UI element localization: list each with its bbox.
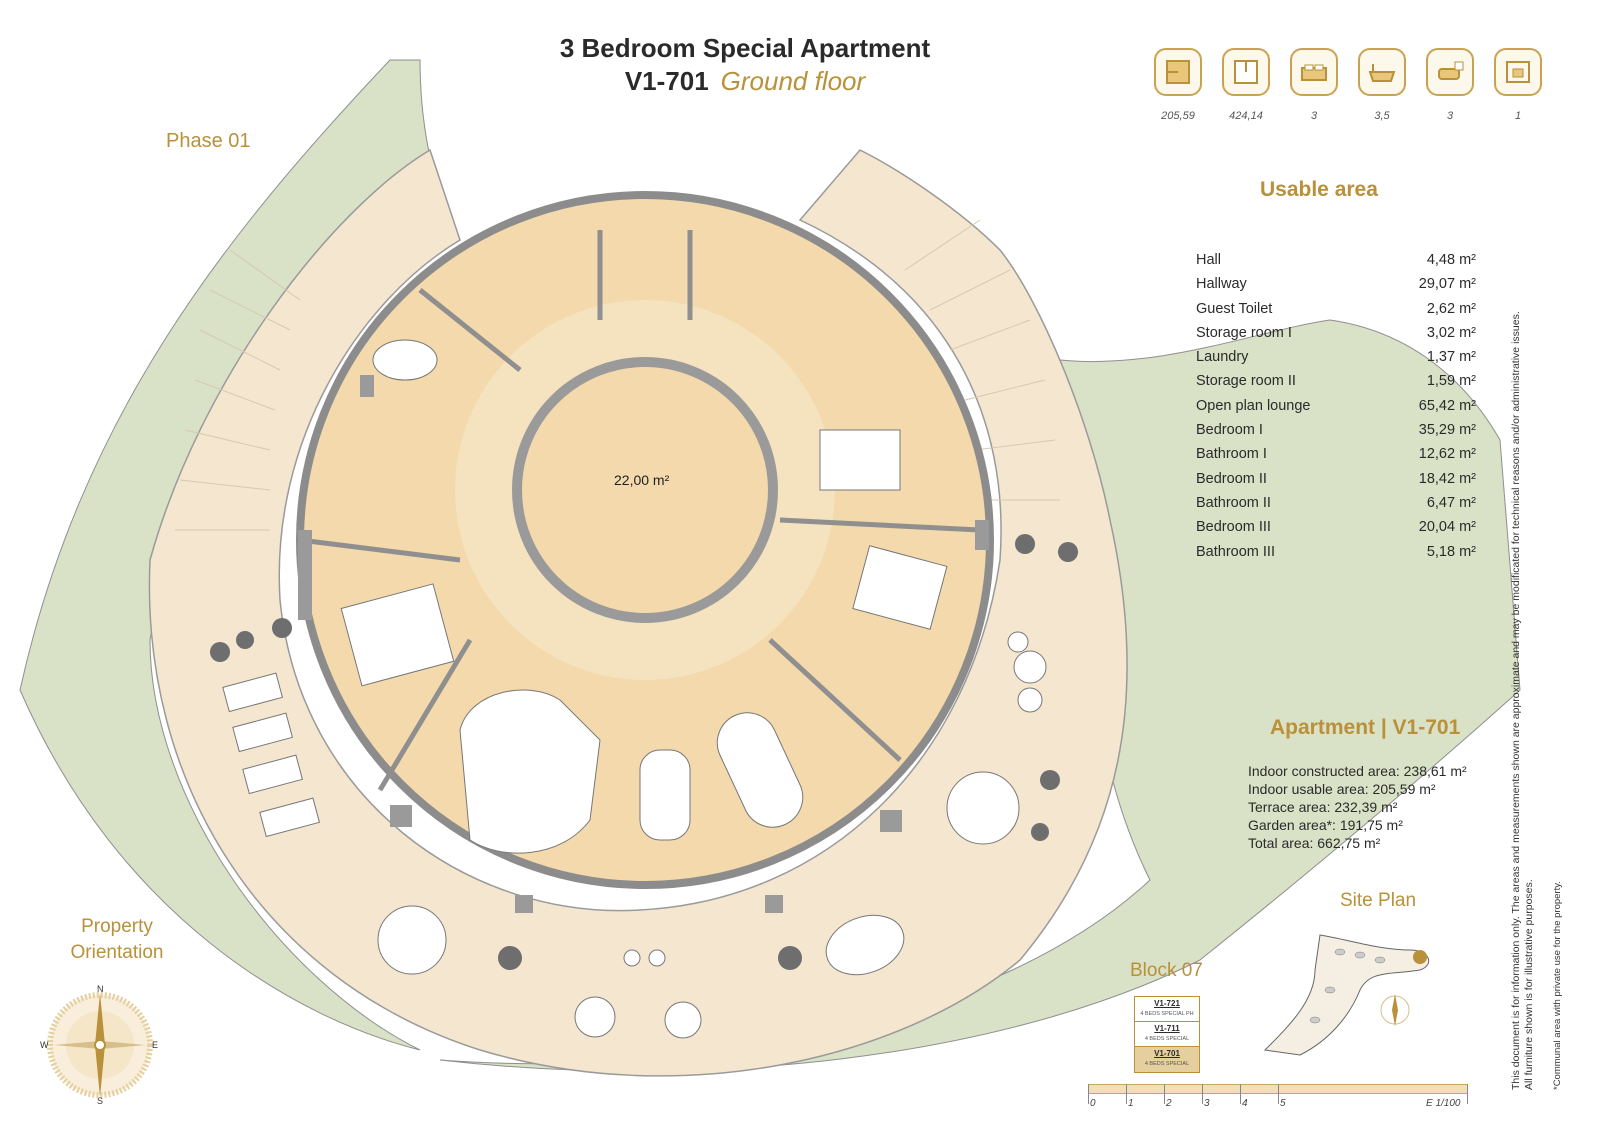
compass-w: W bbox=[40, 1040, 49, 1050]
disclaimer: This document is for information only. T… bbox=[1510, 290, 1536, 1090]
site-plan-title: Site Plan bbox=[1340, 890, 1417, 911]
terrace bbox=[148, 148, 1128, 1077]
disclaimer-line1: This document is for information only. T… bbox=[1510, 311, 1522, 1090]
bedroom-feature: 3 bbox=[1286, 48, 1342, 122]
floor-label: Ground floor bbox=[720, 66, 866, 96]
table-row: V1-721 4 BEDS SPECIAL PH bbox=[1135, 997, 1199, 1022]
apartment-title: Apartment | V1-701 bbox=[1270, 716, 1461, 739]
compass-e: E bbox=[152, 1040, 158, 1050]
apartment-summary: Indoor constructed area: 238,61 m² Indoo… bbox=[1248, 762, 1467, 852]
kitchen-island bbox=[716, 712, 804, 828]
storage-feature: 1 bbox=[1490, 48, 1546, 122]
table-row: V1-711 4 BEDS SPECIAL bbox=[1135, 1022, 1199, 1047]
scale-tick-label: 1 bbox=[1128, 1098, 1134, 1109]
site-plan-map bbox=[1263, 934, 1430, 1056]
furniture bbox=[222, 339, 1047, 1039]
sofa bbox=[459, 689, 601, 854]
compass-icon: N S E W bbox=[40, 985, 158, 1105]
bed-2 bbox=[819, 429, 901, 491]
scale-tick-label: 0 bbox=[1090, 1098, 1096, 1109]
block-table: V1-721 4 BEDS SPECIAL PH V1-711 4 BEDS S… bbox=[1134, 996, 1200, 1073]
usable-area-value: 205,59 bbox=[1161, 110, 1195, 122]
site-compass-icon bbox=[1380, 994, 1410, 1026]
scale-tick-label: 4 bbox=[1242, 1098, 1248, 1109]
usable-area-feature: 205,59 bbox=[1150, 48, 1206, 122]
scale-tick-label: 5 bbox=[1280, 1098, 1286, 1109]
dining-table bbox=[639, 749, 691, 841]
usable-area-title: Usable area bbox=[1260, 178, 1378, 201]
summary-line: Indoor constructed area: 238,61 m² bbox=[1248, 763, 1467, 779]
bedroom-icon bbox=[1290, 48, 1338, 96]
table-row: V1-701 4 BEDS SPECIAL bbox=[1135, 1047, 1199, 1072]
page-title: 3 Bedroom Special Apartment V1-701 Ground… bbox=[0, 32, 1490, 98]
bathroom-icon bbox=[1358, 48, 1406, 96]
bed-1 bbox=[340, 583, 455, 687]
usable-area-icon bbox=[1154, 48, 1202, 96]
interior-walls bbox=[299, 230, 981, 792]
pillars bbox=[298, 375, 989, 913]
garden-right bbox=[439, 319, 1521, 1072]
deck-lines bbox=[175, 219, 1060, 531]
scale-tick-label: 3 bbox=[1204, 1098, 1210, 1109]
title-line1: 3 Bedroom Special Apartment bbox=[559, 33, 931, 63]
plants bbox=[210, 534, 1078, 970]
scale-bar: 0 1 2 3 4 5 E 1/100 bbox=[1088, 1084, 1468, 1114]
central-room bbox=[512, 357, 778, 623]
bathroom-feature: 3,5 bbox=[1354, 48, 1410, 122]
scale-ratio: E 1/100 bbox=[1426, 1098, 1461, 1109]
parking-feature: 3 bbox=[1422, 48, 1478, 122]
central-room-area: 22,00 m² bbox=[614, 472, 670, 488]
total-area-icon bbox=[1222, 48, 1270, 96]
apartment-code: V1-701 bbox=[624, 66, 709, 96]
parking-icon bbox=[1426, 48, 1474, 96]
summary-line: Terrace area: 232,39 m² bbox=[1248, 799, 1398, 815]
bed-3 bbox=[852, 545, 948, 630]
phase-label: Phase 01 bbox=[166, 130, 251, 152]
storage-value: 1 bbox=[1514, 110, 1522, 122]
scale-tick-label: 2 bbox=[1166, 1098, 1172, 1109]
summary-line: Total area: 662,75 m² bbox=[1248, 835, 1381, 851]
disclaimer-line2: All furniture shown is for illustrative … bbox=[1523, 879, 1535, 1090]
site-location-marker bbox=[1413, 950, 1427, 964]
total-area-value: 424,14 bbox=[1229, 110, 1263, 122]
summary-line: Indoor usable area: 205,59 m² bbox=[1248, 781, 1436, 797]
parking-value: 3 bbox=[1446, 110, 1454, 122]
compass-n: N bbox=[97, 985, 104, 994]
storage-icon bbox=[1494, 48, 1542, 96]
communal-note: *Communal area with private use for the … bbox=[1552, 881, 1563, 1090]
feature-icons: 205,59 424,14 3 3,5 3 1 bbox=[1150, 48, 1550, 128]
title-line2: V1-701 Ground floor bbox=[0, 64, 1490, 98]
bedroom-value: 3 bbox=[1310, 110, 1318, 122]
block-title: Block 07 bbox=[1130, 960, 1203, 981]
summary-line: Garden area*: 191,75 m² bbox=[1248, 817, 1403, 833]
compass-s: S bbox=[97, 1096, 103, 1105]
bathtub bbox=[372, 339, 438, 381]
bathroom-value: 3,5 bbox=[1374, 110, 1390, 122]
total-area-feature: 424,14 bbox=[1218, 48, 1274, 122]
orientation-title: Property Orientation bbox=[70, 916, 164, 963]
